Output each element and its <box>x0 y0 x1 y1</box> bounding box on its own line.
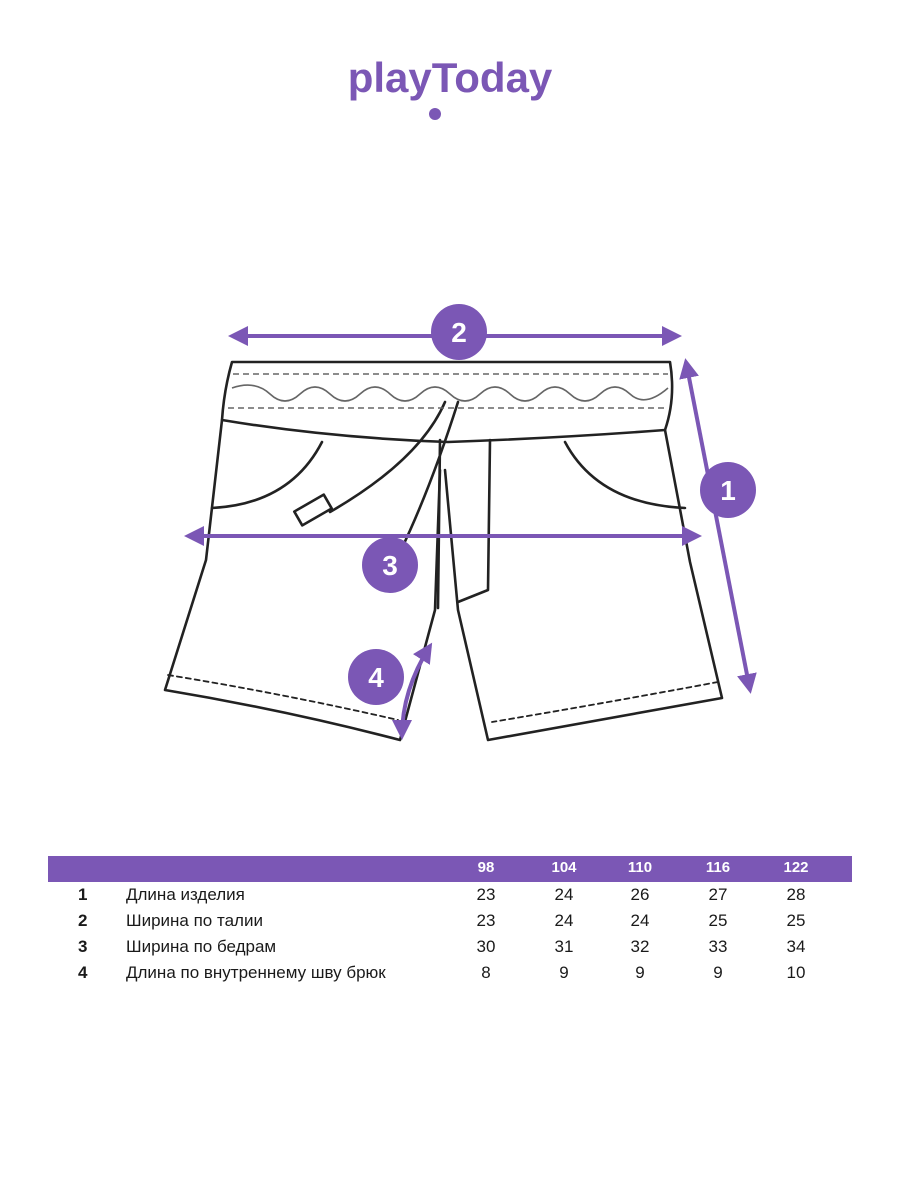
cell-value: 9 <box>713 963 723 982</box>
drawstring-left <box>328 400 447 514</box>
right-hem-stitch <box>491 681 719 723</box>
row-number: 3 <box>78 937 88 956</box>
row-number: 1 <box>78 885 88 904</box>
brand-logo: playToday <box>0 48 900 128</box>
size-header: 122 <box>783 859 809 876</box>
drawstring-tip <box>292 493 334 527</box>
shorts-outline <box>163 360 724 742</box>
size-header: 98 <box>477 859 495 876</box>
cell-value: 32 <box>630 937 650 956</box>
fly-left <box>436 438 442 610</box>
elastic-stitching <box>228 373 669 409</box>
cell-value: 9 <box>559 963 569 982</box>
cell-value: 25 <box>708 911 728 930</box>
cell-value: 24 <box>554 911 574 930</box>
table-row: 2 Ширина по талии 23 24 24 25 25 <box>48 908 852 934</box>
table-row: 3 Ширина по бедрам 30 31 32 33 34 <box>48 934 852 960</box>
cell-value: 10 <box>786 963 806 982</box>
cell-value: 28 <box>786 885 806 904</box>
arrow-4 <box>392 642 433 740</box>
row-label: Ширина по бедрам <box>126 937 277 956</box>
left-leg <box>163 418 442 742</box>
playtoday-logo: playToday <box>348 54 553 120</box>
logo-dot <box>429 108 441 120</box>
cell-value: 8 <box>481 963 491 982</box>
cell-value: 24 <box>630 911 650 930</box>
size-header: 110 <box>627 859 653 876</box>
left-pocket <box>210 440 324 510</box>
cell-value: 23 <box>476 911 496 930</box>
right-pocket <box>563 440 687 510</box>
cell-value: 24 <box>554 885 574 904</box>
marker-4: 4 <box>348 649 404 705</box>
cell-value: 33 <box>708 937 728 956</box>
row-label: Длина изделия <box>126 885 245 904</box>
right-leg <box>443 428 724 742</box>
marker-2: 2 <box>431 304 487 360</box>
svg-text:1: 1 <box>720 475 736 506</box>
svg-text:4: 4 <box>368 662 384 693</box>
cell-value: 26 <box>630 885 650 904</box>
cell-value: 23 <box>476 885 496 904</box>
left-hem-stitch <box>167 674 399 721</box>
cell-value: 30 <box>476 937 496 956</box>
size-header: 116 <box>705 859 731 876</box>
svg-text:3: 3 <box>382 550 398 581</box>
arrow-1 <box>679 358 757 694</box>
size-header: 104 <box>551 859 577 876</box>
size-table: 98 104 110 116 122 1 Длина изделия 23 24… <box>48 856 852 986</box>
shorts-sketch: 2 1 3 4 <box>0 290 900 770</box>
table-row: 4 Длина по внутреннему шву брюк 8 9 9 9 … <box>48 960 852 986</box>
logo-wordmark: playToday <box>348 54 553 101</box>
cell-value: 27 <box>708 885 728 904</box>
marker-3: 3 <box>362 537 418 593</box>
shorts-drawing: 2 1 3 4 <box>163 304 757 742</box>
cell-value: 9 <box>635 963 645 982</box>
cell-value: 34 <box>786 937 806 956</box>
table-row: 1 Длина изделия 23 24 26 27 28 <box>48 882 852 908</box>
marker-1: 1 <box>700 462 756 518</box>
row-label: Длина по внутреннему шву брюк <box>126 963 386 982</box>
row-label: Ширина по талии <box>126 911 263 930</box>
size-table-header: 98 104 110 116 122 <box>48 856 852 882</box>
cell-value: 25 <box>786 911 806 930</box>
row-number: 2 <box>78 911 88 930</box>
fly-right <box>456 438 492 604</box>
cell-value: 31 <box>554 937 574 956</box>
row-number: 4 <box>78 963 88 982</box>
svg-text:2: 2 <box>451 317 467 348</box>
